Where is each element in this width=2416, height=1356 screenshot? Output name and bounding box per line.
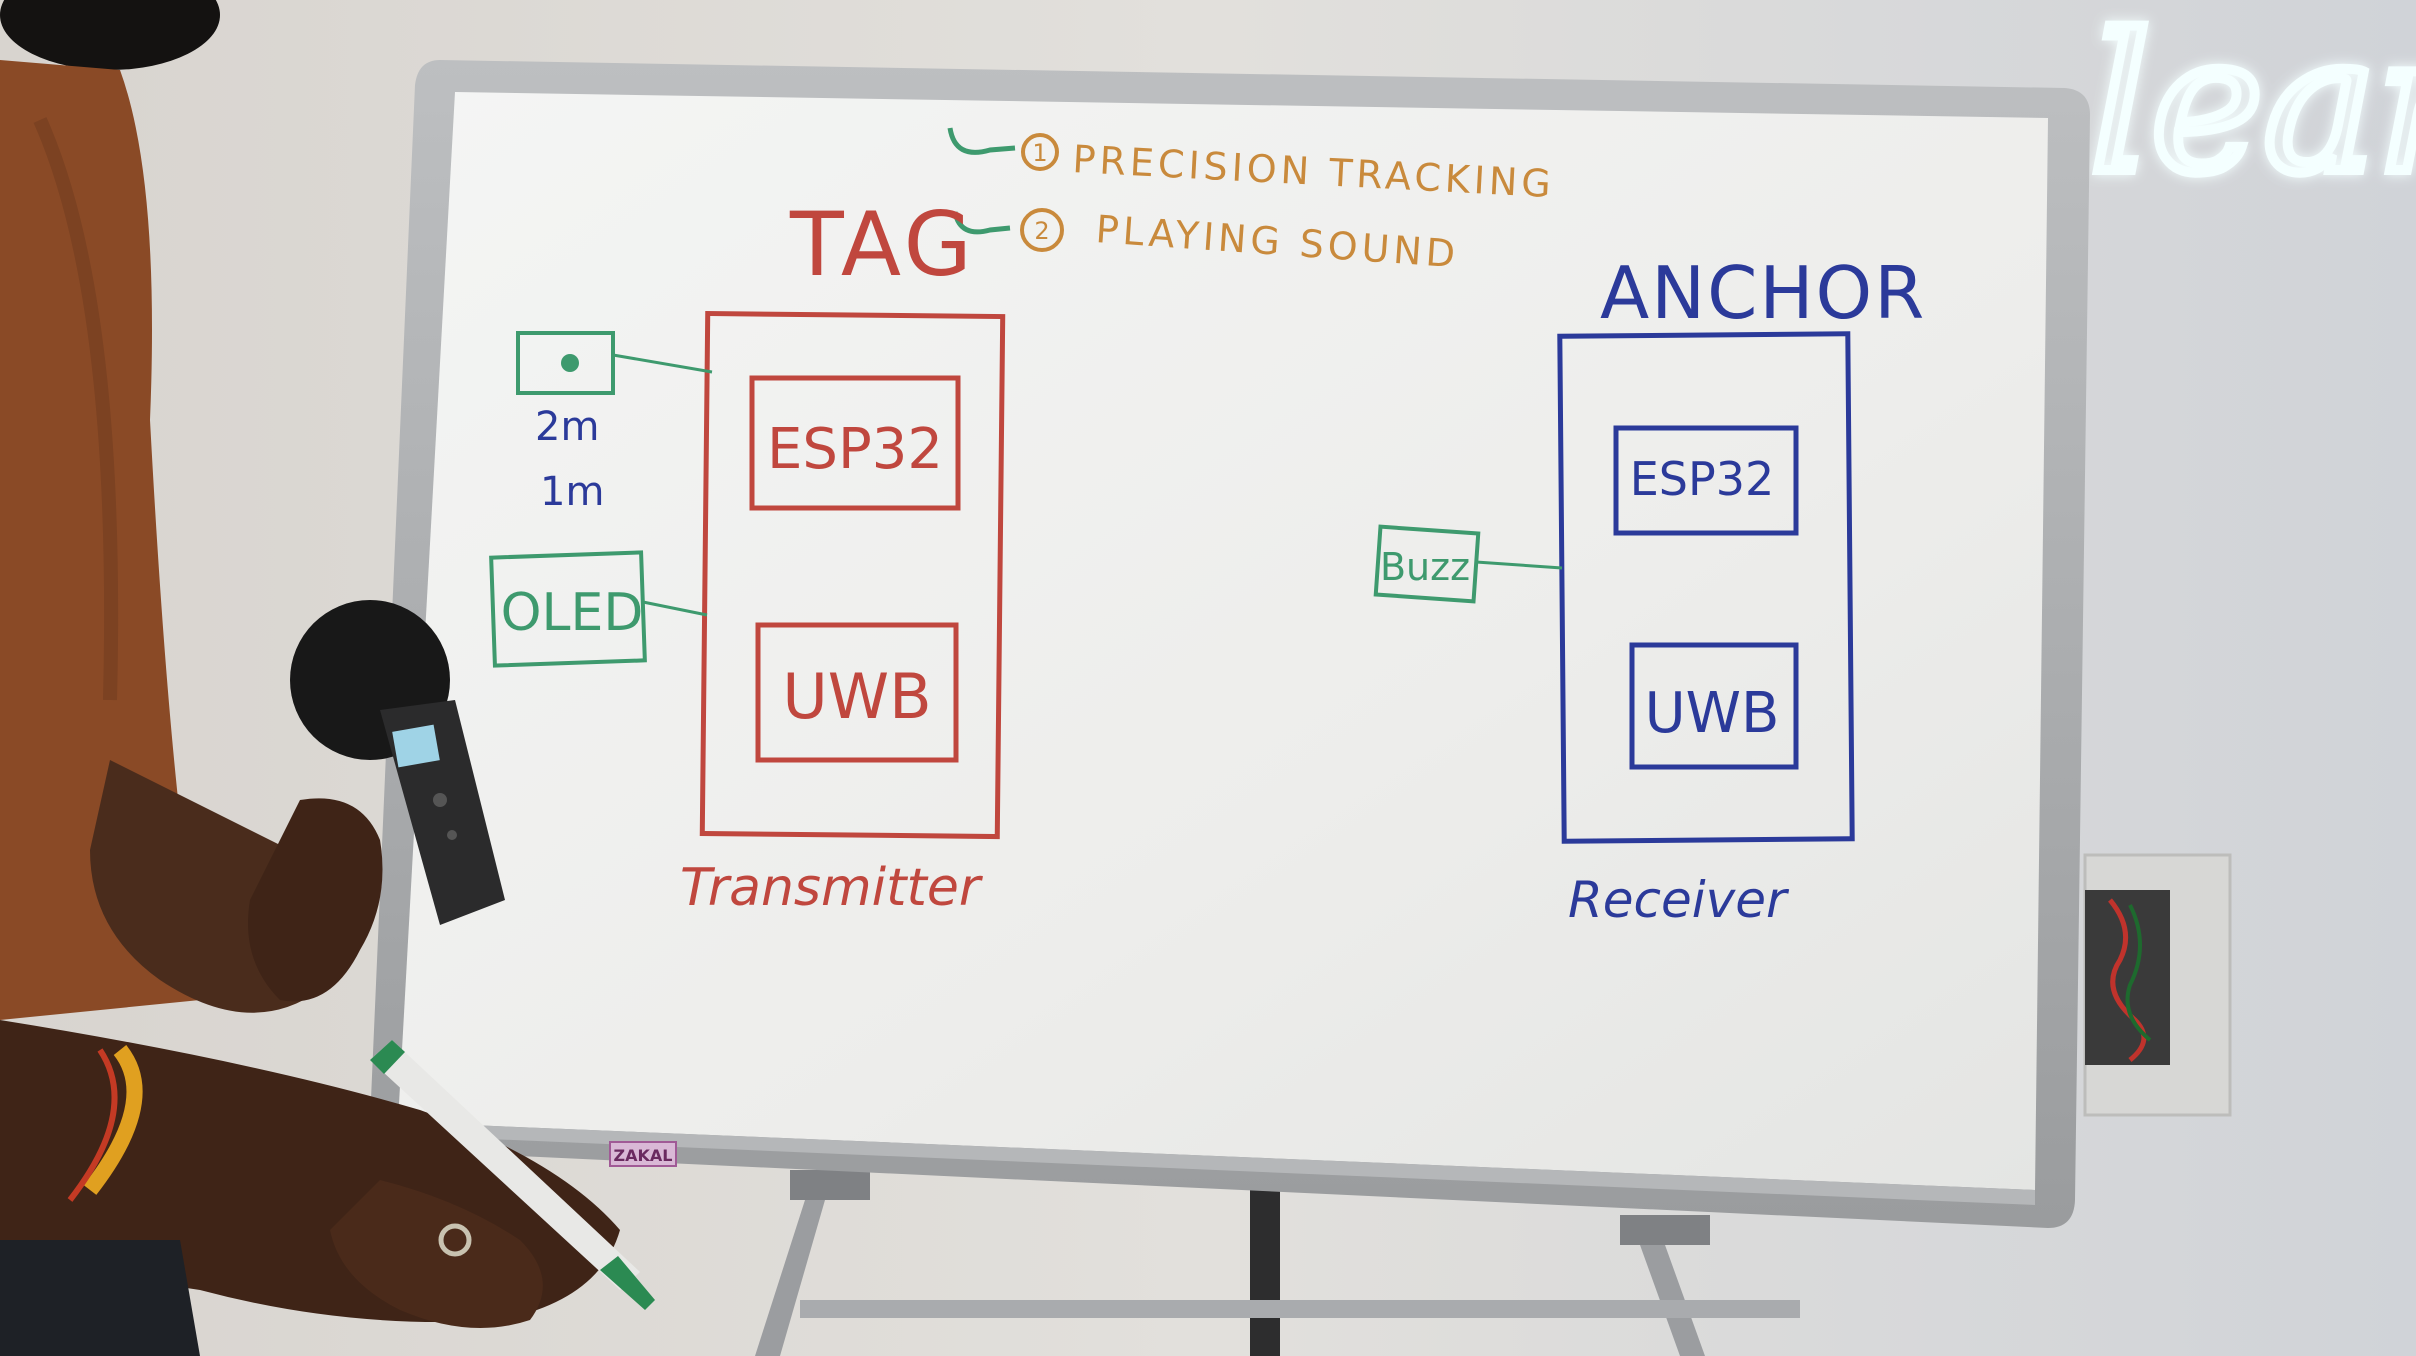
tag-peripherals: 2m 1m OLED: [489, 331, 713, 668]
tag-esp32-label: ESP32: [767, 417, 943, 482]
neon-sign: lear: [2085, 0, 2416, 220]
goal-1-arrow: [947, 127, 1016, 155]
tag-box: [699, 310, 1006, 840]
tag-distance-note-1m: 1m: [540, 469, 604, 515]
tag-sensor-wire: [612, 353, 713, 374]
brand-sticker: ZAKAL: [609, 1141, 677, 1167]
presenter-hair: [0, 0, 220, 70]
goal-2-number-circle: [1020, 208, 1064, 252]
tag-diagram: TAG ESP32 UWB Transmitter: [680, 193, 1006, 918]
tag-oled-wire: [642, 600, 708, 617]
anchor-esp32-box: [1613, 425, 1799, 536]
tag-sensor-icon: [561, 354, 579, 372]
tag-title: TAG: [789, 193, 976, 296]
anchor-uwb-box: [1629, 642, 1799, 770]
goal-1-number-circle: [1021, 133, 1059, 171]
anchor-box: [1557, 331, 1855, 844]
recorder-screen: [392, 724, 440, 768]
presenter-fingers: [330, 1180, 543, 1328]
brand-sticker-text: ZAKAL: [614, 1146, 673, 1165]
easel-stand: [755, 1150, 1800, 1356]
anchor-buzzer-wire: [1475, 560, 1563, 570]
tag-oled-label: OLED: [501, 583, 644, 643]
marker-pen: [370, 1040, 655, 1310]
anchor-title: ANCHOR: [1600, 251, 1926, 335]
anchor-buzzer-box: [1373, 524, 1481, 604]
tag-distance-note-2m: 2m: [535, 404, 599, 450]
anchor-caption: Receiver: [1568, 871, 1790, 929]
microphone-recorder: [248, 600, 505, 1002]
wall-electrical-box: [2083, 853, 2232, 1117]
anchor-diagram: ANCHOR ESP32 UWB Receiver Buzz: [1373, 251, 1926, 929]
presenter-hand: [248, 798, 383, 1002]
tag-sensor-box: [516, 331, 615, 395]
goal-2-number: 2: [1034, 217, 1049, 245]
anchor-buzzer-label: Buzz: [1380, 545, 1470, 589]
goal-2-arrow: [952, 211, 1011, 235]
wrist-thread: [83, 1045, 143, 1195]
tag-uwb-box: [755, 622, 959, 763]
anchor-esp32-label: ESP32: [1630, 452, 1775, 506]
tag-caption: Transmitter: [680, 858, 984, 918]
tag-esp32-box: [749, 375, 961, 511]
presenter-ring: [438, 1223, 472, 1257]
tag-oled-box: [489, 550, 647, 668]
neon-sign-text: lear: [2090, 0, 2416, 215]
goal-1-number: 1: [1032, 139, 1047, 167]
tag-uwb-label: UWB: [782, 660, 931, 733]
whiteboard-surface: [398, 92, 2048, 1190]
anchor-uwb-label: UWB: [1645, 681, 1780, 746]
presenter-pants: [0, 1240, 200, 1356]
